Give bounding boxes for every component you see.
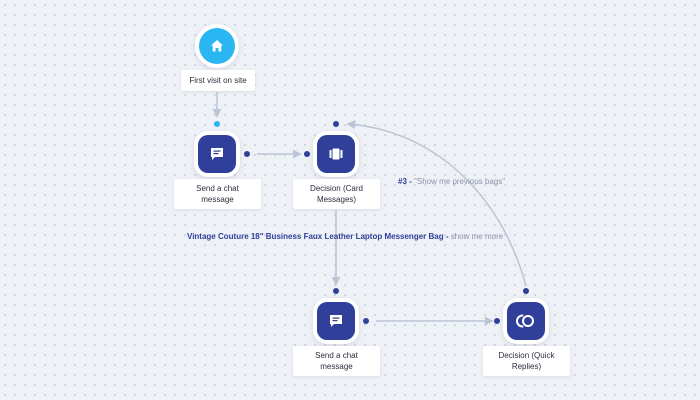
edge-label-back-text: "Show me previous bags" xyxy=(414,177,506,186)
port-chat2-out[interactable] xyxy=(363,318,369,324)
quick-replies-label-card[interactable]: Decision (Quick Replies) xyxy=(483,346,570,376)
port-start-out[interactable] xyxy=(214,121,220,127)
port-quick-out[interactable] xyxy=(523,288,529,294)
chat-node-1-label-card[interactable]: Send a chat message xyxy=(174,179,261,209)
connector-quick-cards[interactable] xyxy=(346,120,527,287)
edge-label-down-product: Vintage Couture 18" Business Faux Leathe… xyxy=(187,232,449,241)
start-node-label-card[interactable]: First visit on site xyxy=(181,70,255,91)
start-node-label: First visit on site xyxy=(189,76,247,85)
port-chat1-out[interactable] xyxy=(244,151,250,157)
chat-node-1-label: Send a chat message xyxy=(196,184,239,204)
edge-label-down[interactable]: Vintage Couture 18" Business Faux Leathe… xyxy=(187,232,503,241)
quick-replies-label: Decision (Quick Replies) xyxy=(498,351,555,371)
home-icon xyxy=(211,40,223,52)
port-cards-in[interactable] xyxy=(304,151,310,157)
quick-replies-node[interactable] xyxy=(507,302,545,340)
port-quick-in[interactable] xyxy=(494,318,500,324)
start-node[interactable] xyxy=(199,28,235,64)
card-decision-label: Decision (Card Messages) xyxy=(310,184,363,204)
chat-node-1[interactable] xyxy=(198,135,236,173)
card-decision-label-card[interactable]: Decision (Card Messages) xyxy=(293,179,380,209)
chat-node-2-label: Send a chat message xyxy=(315,351,358,371)
chat-node-2-label-card[interactable]: Send a chat message xyxy=(293,346,380,376)
edge-label-down-text: show me more xyxy=(450,232,504,241)
edge-label-back-number: #3 - xyxy=(398,177,412,186)
edge-label-back[interactable]: #3 - "Show me previous bags" xyxy=(398,177,505,186)
card-decision-node[interactable] xyxy=(317,135,355,173)
chat-message-icon xyxy=(330,315,342,327)
chat-node-2[interactable] xyxy=(317,302,355,340)
port-chat2-in[interactable] xyxy=(333,288,339,294)
chat-message-icon xyxy=(211,148,223,160)
quick-replies-icon xyxy=(516,314,534,328)
port-cards-in-top[interactable] xyxy=(333,121,339,127)
card-carousel-icon xyxy=(329,148,343,160)
